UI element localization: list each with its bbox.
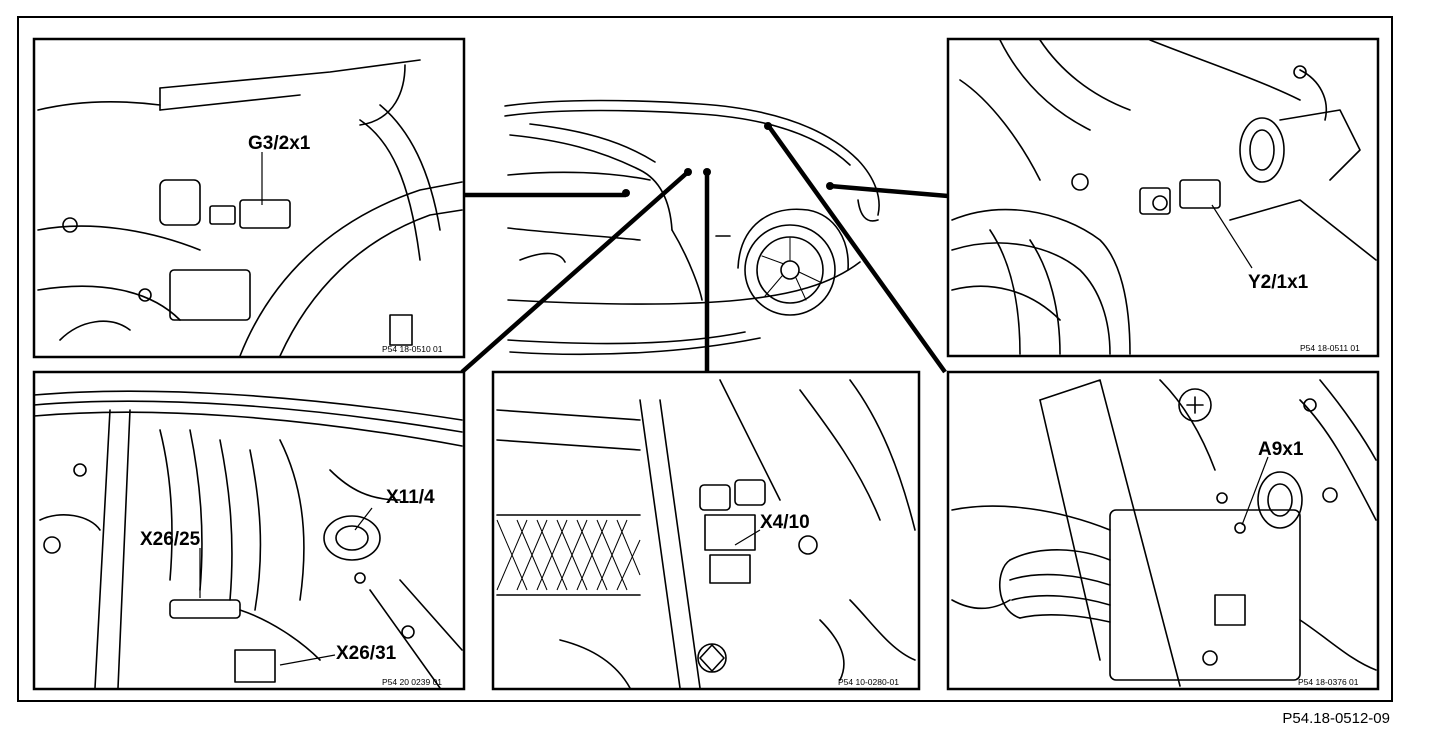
engine-mesh bbox=[496, 519, 641, 591]
callout-a9x1: A9x1 bbox=[1258, 439, 1304, 460]
callout-x26-25: X26/25 bbox=[140, 529, 201, 550]
panel-top-right: Y2/1x1 P54 18-0511 01 bbox=[946, 37, 1380, 358]
panel-bottom-center: X4/10 P54 10-0280-01 bbox=[491, 370, 921, 691]
callout-g3-2x1: G3/2x1 bbox=[248, 133, 311, 154]
callout-x26-31: X26/31 bbox=[336, 643, 397, 664]
panel-ref-top-left: P54 18-0510 01 bbox=[382, 344, 443, 354]
vehicle-overview-drawing bbox=[504, 99, 880, 356]
panel-bottom-right: A9x1 P54 18-0376 01 bbox=[946, 370, 1380, 691]
panel-ref-bottom-center: P54 10-0280-01 bbox=[838, 677, 899, 687]
outer-border bbox=[17, 16, 1393, 702]
callout-x11-4: X11/4 bbox=[386, 487, 435, 508]
leader-lines bbox=[460, 126, 949, 374]
callout-y2-1x1: Y2/1x1 bbox=[1248, 272, 1309, 293]
panel-ref-bottom-left: P54 20 0239 01 bbox=[382, 677, 442, 687]
panel-bottom-left: X11/4 X26/25 X26/31 P54 20 0239 01 bbox=[32, 370, 466, 691]
panel-top-left: G3/2x1 P54 18-0510 01 bbox=[32, 37, 466, 359]
document-number: P54.18-0512-09 bbox=[1282, 710, 1390, 727]
panel-ref-bottom-right: P54 18-0376 01 bbox=[1298, 677, 1359, 687]
panel-ref-top-right: P54 18-0511 01 bbox=[1300, 343, 1360, 353]
callout-x4-10: X4/10 bbox=[760, 512, 810, 533]
